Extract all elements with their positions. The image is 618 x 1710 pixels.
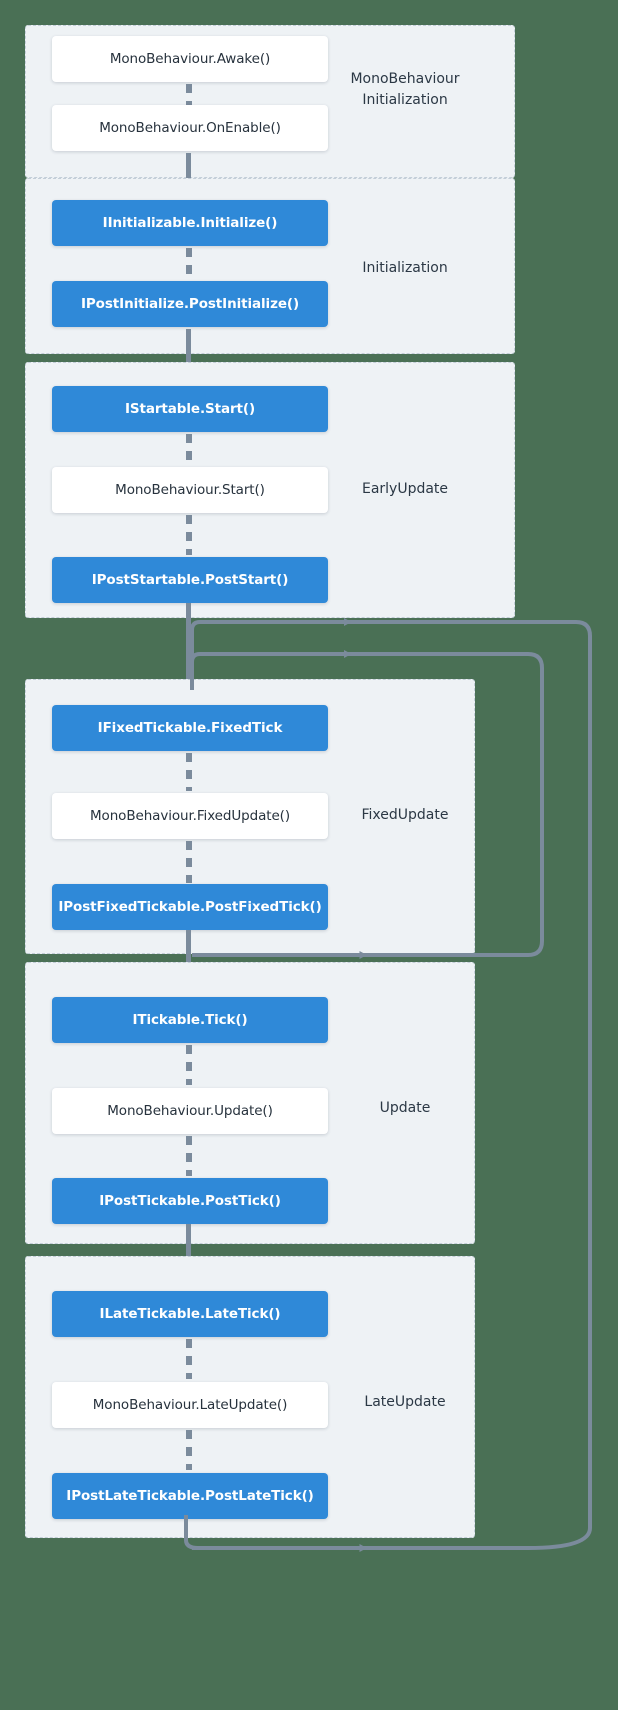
- section-label-monobehaviour-initialization: MonoBehaviour Initialization: [330, 69, 480, 111]
- connector-mbfixedupdate-postfixedtick: [186, 841, 192, 883]
- node-monobehaviour-lateupdate[interactable]: MonoBehaviour.LateUpdate(): [52, 1382, 328, 1428]
- section-label-initialization: Initialization: [330, 258, 480, 279]
- connector-initialize-postinitialize: [186, 248, 192, 280]
- connector-mbupdate-posttick: [186, 1136, 192, 1176]
- section-label-lateupdate: LateUpdate: [330, 1392, 480, 1413]
- node-monobehaviour-fixedupdate[interactable]: MonoBehaviour.FixedUpdate(): [52, 793, 328, 839]
- section-label-line-1: LateUpdate: [364, 1394, 446, 1410]
- section-label-line-1: MonoBehaviour: [350, 71, 460, 87]
- node-ilatetickable-latetick[interactable]: ILateTickable.LateTick(): [52, 1291, 328, 1337]
- section-label-line-1: Initialization: [362, 260, 448, 276]
- section-label-line-1: EarlyUpdate: [361, 481, 449, 497]
- node-monobehaviour-start[interactable]: MonoBehaviour.Start(): [52, 467, 328, 513]
- section-label-fixedupdate: FixedUpdate: [330, 805, 480, 826]
- connector-awake-onenable: [186, 84, 192, 108]
- node-onenable[interactable]: MonoBehaviour.OnEnable(): [52, 105, 328, 151]
- node-iinitializable-initialize[interactable]: IInitializable.Initialize(): [52, 200, 328, 246]
- arrow-earlyupdate-to-fixedupdate: [180, 603, 196, 694]
- connector-istartable-mbstart: [186, 434, 192, 466]
- arrow-initialization-to-earlyupdate: [180, 329, 196, 376]
- section-label-line-1: Update: [379, 1100, 431, 1116]
- node-ipostinitialize-postinitialize[interactable]: IPostInitialize.PostInitialize(): [52, 281, 328, 327]
- section-label-line-2: Initialization: [362, 92, 448, 108]
- section-label-line-1: FixedUpdate: [361, 807, 449, 823]
- section-label-update: Update: [330, 1098, 480, 1119]
- connector-latetick-mblateupdate: [186, 1339, 192, 1379]
- connector-tick-mbupdate: [186, 1045, 192, 1085]
- node-ipostfixedtickable-postfixedtick[interactable]: IPostFixedTickable.PostFixedTick(): [52, 884, 328, 930]
- node-iposttickable-posttick[interactable]: IPostTickable.PostTick(): [52, 1178, 328, 1224]
- node-monobehaviour-update[interactable]: MonoBehaviour.Update(): [52, 1088, 328, 1134]
- node-istartable-start[interactable]: IStartable.Start(): [52, 386, 328, 432]
- node-ipostlatetickable-postlatetick[interactable]: IPostLateTickable.PostLateTick(): [52, 1473, 328, 1519]
- node-awake[interactable]: MonoBehaviour.Awake(): [52, 36, 328, 82]
- node-ifixedtickable-fixedtick[interactable]: IFixedTickable.FixedTick: [52, 705, 328, 751]
- connector-mbstart-ipoststartable: [186, 515, 192, 555]
- node-itickable-tick[interactable]: ITickable.Tick(): [52, 997, 328, 1043]
- connector-fixedtick-mbfixedupdate: [186, 753, 192, 791]
- section-label-earlyupdate: EarlyUpdate: [330, 479, 480, 500]
- connector-mblateupdate-postlatetick: [186, 1430, 192, 1470]
- node-ipoststartable-poststart[interactable]: IPostStartable.PostStart(): [52, 557, 328, 603]
